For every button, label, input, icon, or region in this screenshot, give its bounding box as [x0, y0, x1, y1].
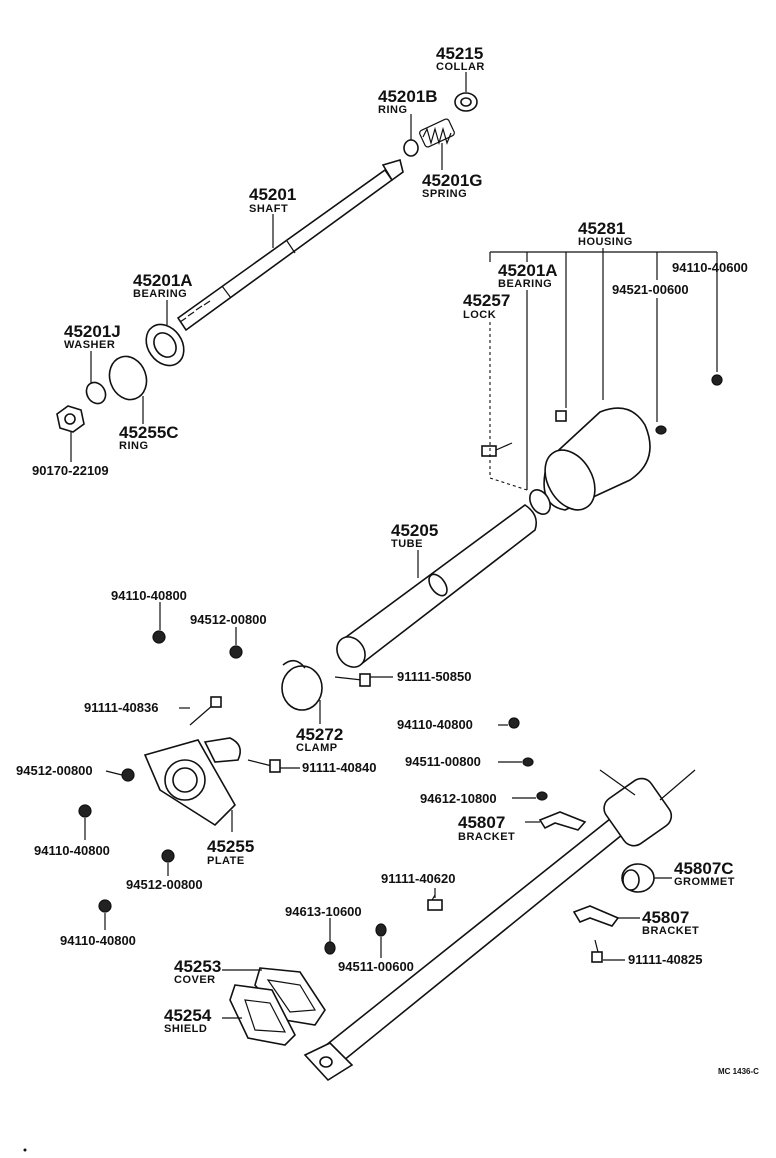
label-45201-number: 45201 [249, 185, 296, 204]
nut-94511-00800-part [522, 757, 534, 767]
label-91111-40840-number: 91111-40840 [302, 760, 376, 775]
bearing-top-part [145, 323, 185, 367]
label-91111-40836-number: 91111-40836 [84, 700, 158, 715]
label-45201a-housing-number: 45201A [498, 261, 558, 280]
housing-part [543, 407, 651, 511]
plate-part [143, 737, 241, 827]
label-94110-40800-a-number: 94110-40800 [111, 588, 187, 603]
label-45254-number: 45254 [164, 1006, 212, 1025]
ring-45201b-part [403, 139, 419, 157]
nut-94512-00800-b-part [121, 768, 135, 782]
shield-part [229, 984, 296, 1046]
nut-94613-part [324, 941, 336, 955]
label-90170-number: 90170-22109 [32, 463, 109, 478]
label-45281-name: HOUSING [578, 236, 633, 248]
spring-part [419, 118, 455, 148]
label-94512-00800-a-number: 94512-00800 [190, 612, 267, 627]
label-45201-name: SHAFT [249, 203, 288, 215]
leader-lines [70, 72, 718, 1019]
label-94511-00800-number: 94511-00800 [405, 754, 481, 769]
label-94110-40800-d-number: 94110-40800 [60, 933, 136, 948]
label-94613-number: 94613-10600 [285, 904, 362, 919]
label-45807c-name: GROMMET [674, 876, 735, 888]
nut-94110-40800-b-part [508, 717, 520, 729]
bearing-housing-part [529, 489, 551, 515]
nut-94110-40600-part [711, 374, 723, 386]
label-45807-a-name: BRACKET [458, 831, 515, 843]
ring-45255c-part [108, 355, 148, 401]
nut-94512-00800-a-part [229, 645, 243, 659]
bolt-91111-40836-part [189, 696, 222, 726]
label-45201a-top-number: 45201A [133, 271, 193, 290]
label-94110-40800-c-number: 94110-40800 [34, 843, 110, 858]
nut-94110-40800-c-part [78, 804, 92, 818]
label-45201j-number: 45201J [64, 322, 121, 341]
bolt-91111-40620-part [427, 894, 443, 911]
label-91111-40620-number: 91111-40620 [381, 871, 455, 886]
shaft-part [176, 158, 404, 332]
clip-94521-part [655, 425, 667, 435]
label-45272-number: 45272 [296, 725, 343, 744]
label-45215-number: 45215 [436, 44, 483, 63]
label-91111-50850-number: 91111-50850 [397, 669, 471, 684]
label-94521-number: 94521-00600 [612, 282, 689, 297]
label-45272-name: CLAMP [296, 742, 338, 754]
bolt-91111-50850-part [334, 673, 371, 687]
label-45201a-housing-name: BEARING [498, 278, 552, 290]
label-45201g-name: SPRING [422, 188, 467, 200]
label-45807-b-number: 45807 [642, 908, 689, 927]
label-45807-b-name: BRACKET [642, 925, 699, 937]
label-94110-40800-b-number: 94110-40800 [397, 717, 473, 732]
bracket-a-part [538, 811, 587, 831]
washer-part [85, 381, 107, 405]
nut-94110-40800-d-part [98, 899, 112, 913]
label-45807c-number: 45807C [674, 859, 734, 878]
label-45201b-name: RING [378, 104, 408, 116]
nut-94512-00800-c-part [161, 849, 175, 863]
catalog-code: MC 1436-C [718, 1067, 759, 1076]
label-45255c-number: 45255C [119, 423, 179, 442]
housing-clip-part [555, 410, 567, 422]
label-94511-00600-number: 94511-00600 [338, 959, 414, 974]
label-91111-40825-number: 91111-40825 [628, 952, 702, 967]
label-45255-name: PLATE [207, 855, 245, 867]
nut-94612-part [536, 791, 548, 801]
label-45253-name: COVER [174, 974, 216, 986]
label-45201g-number: 45201G [422, 171, 483, 190]
label-45253-number: 45253 [174, 957, 221, 976]
label-94110-40600-number: 94110-40600 [672, 260, 748, 275]
bolt-91111-40825-part [591, 939, 603, 963]
bracket-b-part [572, 905, 620, 927]
label-45201b-number: 45201B [378, 87, 438, 106]
label-45257-number: 45257 [463, 291, 510, 310]
label-45255c-name: RING [119, 440, 149, 452]
label-94612-number: 94612-10800 [420, 791, 497, 806]
label-45205-name: TUBE [391, 538, 423, 550]
lock-part [481, 442, 513, 457]
bolt-91111-40840-part [247, 759, 281, 773]
label-45281-number: 45281 [578, 219, 625, 238]
label-45254-name: SHIELD [164, 1023, 207, 1035]
cover-part [254, 967, 326, 1026]
label-45201j-name: WASHER [64, 339, 115, 351]
nut-94110-40800-a-part [152, 630, 166, 644]
nut-94511-00600-part [375, 923, 387, 937]
label-45257-name: LOCK [463, 309, 496, 321]
label-45807-a-number: 45807 [458, 813, 505, 832]
clamp-part [281, 659, 323, 711]
label-45215-name: COLLAR [436, 61, 485, 73]
nut-part [56, 405, 85, 433]
label-94512-00800-b-number: 94512-00800 [16, 763, 93, 778]
collar-part [454, 92, 478, 112]
column-part [303, 769, 696, 1082]
grommet-part [621, 863, 655, 893]
label-94512-00800-c-number: 94512-00800 [126, 877, 203, 892]
corner-dot [23, 1148, 27, 1152]
label-45205-number: 45205 [391, 521, 438, 540]
tube-part [336, 504, 538, 668]
label-45255-number: 45255 [207, 837, 254, 856]
label-45201a-top-name: BEARING [133, 288, 187, 300]
